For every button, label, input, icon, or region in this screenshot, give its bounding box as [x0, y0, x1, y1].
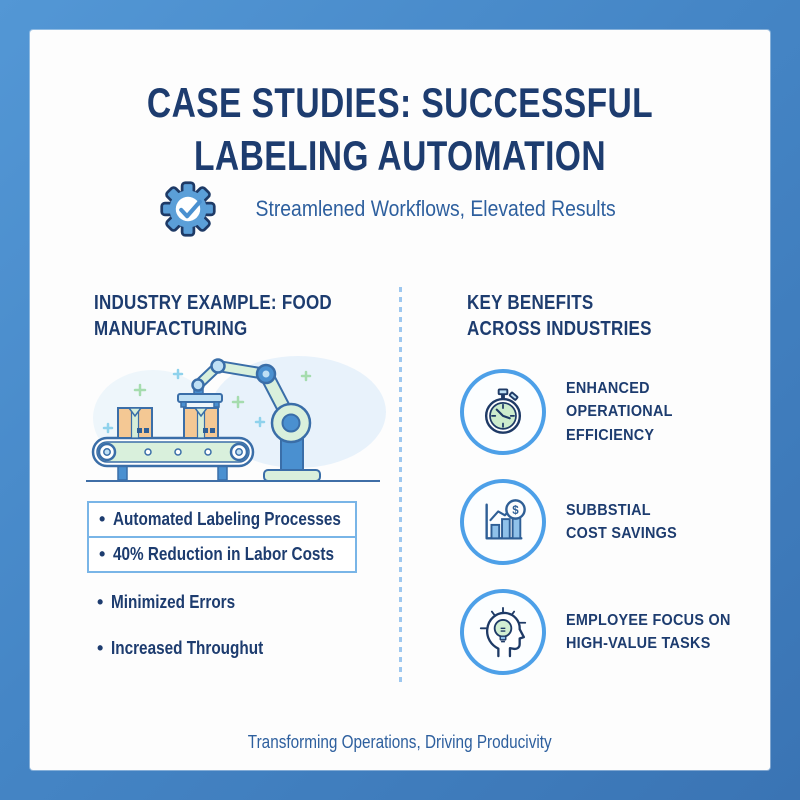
industry-example-heading: INDUSTRY EXAMPLE: FOOD MANUFACTURING: [94, 290, 332, 342]
head-lightbulb-icon: [479, 606, 527, 658]
benefit-employee-focus: EMPLOYEE FOCUS ON HIGH-VALUE TASKS: [460, 589, 749, 675]
gear-check-icon: [160, 181, 217, 237]
bullet-marker: •: [97, 592, 104, 612]
benefits-heading-line-2: ACROSS INDUSTRIES: [467, 318, 652, 340]
bullet-item-automated-labeling: • Automated Labeling Processes: [87, 501, 357, 538]
industry-heading-line-2: MANUFACTURING: [94, 318, 248, 340]
bullet-text: Increased Throughut: [111, 638, 264, 658]
benefit-operational-efficiency: ENHANCED OPERATIONAL EFFICIENCY: [460, 369, 685, 455]
benefit-icon-circle: [460, 369, 546, 455]
title-line-1: CASE STUDIES: SUCCESSFUL: [146, 79, 654, 126]
industry-heading-line-1: INDUSTRY EXAMPLE: FOOD: [94, 292, 332, 314]
column-divider: [399, 287, 402, 687]
benefit-icon-circle: [460, 589, 546, 675]
bullet-marker: •: [97, 638, 104, 658]
bullet-text: Minimized Errors: [111, 592, 236, 612]
case-study-bullet-list: • Automated Labeling Processes • 40% Red…: [87, 501, 357, 665]
benefit-label: SUBBSTIAL COST SAVINGS: [566, 501, 677, 542]
bullet-item-labor-costs: • 40% Reduction in Labor Costs: [87, 536, 357, 573]
benefit-label: EMPLOYEE FOCUS ON HIGH-VALUE TASKS: [566, 611, 731, 652]
benefits-heading-line-1: KEY BENEFITS: [467, 292, 594, 314]
robotic-arm-conveyor-illustration: [86, 356, 386, 482]
benefit-icon-circle: $: [460, 479, 546, 565]
bullet-marker: •: [99, 509, 106, 529]
bullet-item-increased-throughput: • Increased Throughut: [87, 632, 357, 665]
growth-chart-dollar-icon: $: [485, 499, 526, 540]
bullet-item-minimized-errors: • Minimized Errors: [87, 586, 357, 619]
bullet-marker: •: [99, 544, 106, 564]
footer-tagline: Transforming Operations, Driving Produci…: [248, 732, 552, 752]
benefit-cost-savings: $ SUBBSTIAL COST SAVINGS: [460, 479, 689, 565]
title-line-2: LABELING AUTOMATION: [193, 132, 607, 180]
bullet-text: 40% Reduction in Labor Costs: [113, 544, 335, 564]
subtitle-text: Streamlened Workflows, Elevated Results: [255, 196, 617, 221]
stopwatch-icon: [484, 388, 522, 434]
subtitle-row: Streamlened Workflows, Elevated Results: [30, 180, 770, 238]
svg-text:$: $: [512, 505, 519, 517]
bullet-text: Automated Labeling Processes: [113, 509, 342, 529]
content-card: CASE STUDIES: SUCCESSFUL LABELING AUTOMA…: [30, 30, 770, 770]
benefit-label: ENHANCED OPERATIONAL EFFICIENCY: [566, 380, 673, 444]
key-benefits-heading: KEY BENEFITS ACROSS INDUSTRIES: [467, 290, 652, 342]
page-title: CASE STUDIES: SUCCESSFUL LABELING AUTOMA…: [104, 76, 696, 183]
